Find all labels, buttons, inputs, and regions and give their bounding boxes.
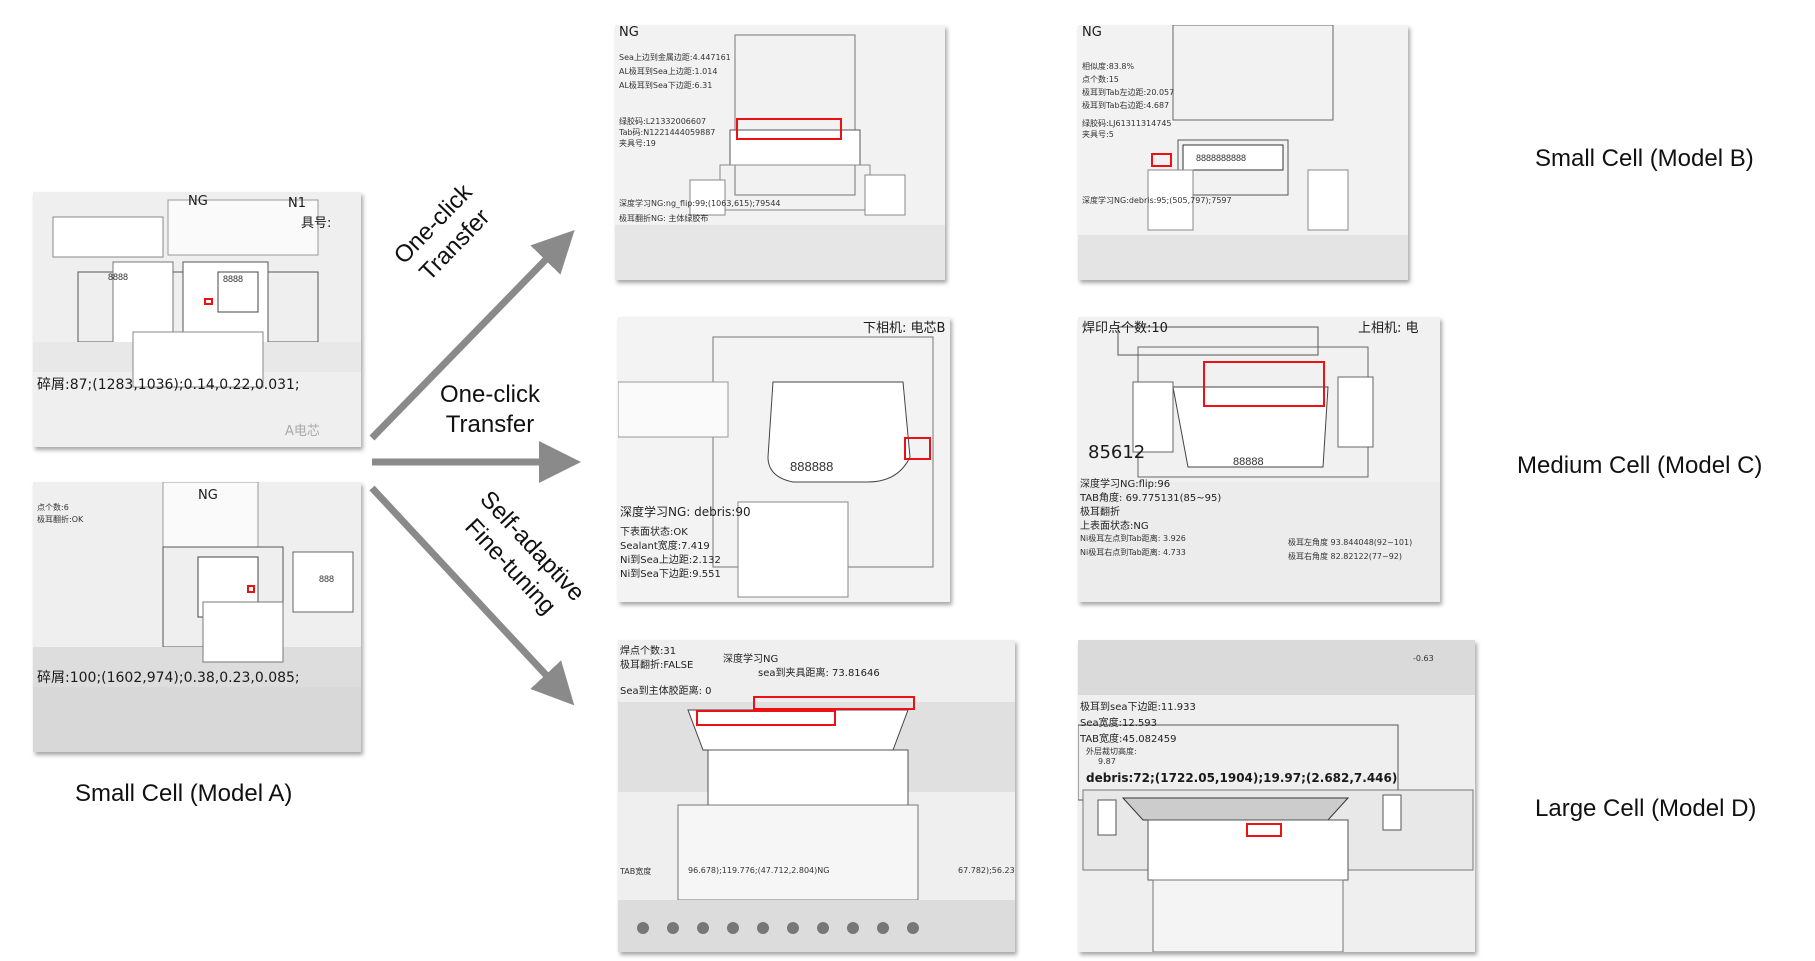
outer-cut-height: 9.87	[1098, 757, 1116, 766]
lower-surface-state: 下表面状态:OK	[620, 527, 688, 538]
deep-learning-ng: 深度学习NG:flip:96	[1080, 479, 1171, 490]
tab-left-distance: 极耳到Tab左边距:20.057	[1082, 88, 1175, 97]
panel-model-c-right: 88888 焊印点个数:10 上相机: 电 85612 深度学习NG:flip:…	[1078, 317, 1440, 602]
ni-sea-top-distance: Ni到Sea上边距:2.132	[620, 555, 721, 566]
panel-d2-drawing	[1078, 640, 1475, 952]
green-tape-code: 绿胶码:L21332006607	[619, 117, 707, 126]
label-model-c: Medium Cell (Model C)	[1517, 452, 1763, 479]
panel-model-b-left: NG Sea上边到金属边距:4.447161 AL极耳到Sea上边距:1.014…	[615, 25, 945, 280]
tab-code: Tab码:N1221444059887	[619, 128, 716, 137]
tab-fold-status: 极耳翻折:OK	[37, 515, 84, 524]
similarity: 相似度:83.8%	[1082, 62, 1135, 71]
camera-label: 下相机: 电芯B	[863, 321, 946, 336]
cell-number: 85612	[1088, 442, 1146, 463]
detection-box	[736, 118, 842, 140]
tab-width: TAB宽度:45.082459	[1080, 734, 1177, 745]
deep-learning-ng: 深度学习NG	[723, 654, 779, 665]
ng-label: NG	[619, 25, 639, 40]
panel-b1-drawing	[615, 25, 945, 280]
panel-c1-drawing: 888888	[618, 317, 950, 602]
arrow-middle-label-line2: Transfer	[445, 411, 535, 438]
ni-left-distance: Ni极耳左点到Tab距离: 3.926	[1080, 534, 1186, 543]
arrow-top	[369, 229, 575, 441]
panel-a1-drawing: 8888 8888	[33, 192, 361, 447]
panel-d1-drawing	[618, 640, 1015, 952]
weld-point-count: 焊点个数:31	[620, 646, 677, 657]
right-readout: 67.782);56.23	[958, 866, 1015, 875]
point-count: 点个数:15	[1082, 75, 1119, 84]
debris-readout: 碎屑:100;(1602,974);0.38,0.23,0.085;	[37, 670, 300, 686]
tab-fold-ng: 极耳翻折NG: 主体绿胶布	[619, 214, 709, 223]
point-count: 点个数:6	[37, 503, 69, 512]
debris-readout: debris:72;(1722.05,1904);19.97;(2.682,7.…	[1086, 771, 1398, 785]
sea-body-distance: Sea到主体胶距离: 0	[620, 686, 712, 697]
tr-readout: -0.63	[1413, 654, 1434, 663]
panel-model-d-left: 焊点个数:31 极耳翻折:FALSE 深度学习NG sea到夹具距离: 73.8…	[618, 640, 1015, 952]
outer-cut-height-label: 外层裁切高度:	[1086, 747, 1137, 756]
detection-box	[1151, 153, 1172, 167]
weld-point-count: 焊印点个数:10	[1082, 321, 1168, 336]
panel-model-a-bottom: 888 NG 点个数:6 极耳翻折:OK 碎屑:100;(1602,974);0…	[33, 482, 361, 752]
detection-box	[696, 710, 836, 726]
deep-learning-ng: 深度学习NG:ng_flip:99;(1063,615);79544	[619, 199, 781, 208]
svg-text:888: 888	[319, 574, 334, 584]
cell-mark: A电芯	[285, 424, 320, 439]
panel-model-d-right: -0.63 极耳到sea下边距:11.933 Sea宽度:12.593 TAB宽…	[1078, 640, 1475, 952]
ng-label: NG	[188, 194, 208, 209]
ni-right-distance: Ni极耳右点到Tab距离: 4.733	[1080, 548, 1186, 557]
sea-fixture-distance: sea到夹具距离: 73.81646	[758, 668, 880, 679]
svg-text:8888: 8888	[108, 272, 128, 282]
tab-fold-status: 极耳翻折:FALSE	[620, 660, 694, 671]
panel-c2-drawing: 88888	[1078, 317, 1440, 602]
detection-box	[1203, 361, 1325, 407]
arrow-middle-label: One-click Transfer	[420, 380, 560, 440]
detection-box	[1246, 823, 1282, 837]
tab-angle: TAB角度: 69.775131(85~95)	[1080, 493, 1222, 504]
svg-text:8888: 8888	[223, 274, 243, 284]
tab-right-distance: 极耳到Tab右边距:4.687	[1082, 101, 1170, 110]
sea-width: Sea宽度:12.593	[1080, 718, 1157, 729]
panel-a2-drawing: 888	[33, 482, 361, 752]
tab-left-angle: 极耳左角度 93.844048(92~101)	[1288, 538, 1413, 547]
svg-text:88888: 88888	[1233, 456, 1264, 468]
fixture-number: 夹具号:5	[1082, 130, 1114, 139]
detection-box	[247, 585, 255, 593]
sealant-width: Sealant宽度:7.419	[620, 541, 710, 552]
panel-b2-drawing: 8888888888	[1078, 25, 1408, 280]
deep-learning-ng: 深度学习NG:debris:95;(505,797);7597	[1082, 196, 1232, 205]
measure-line-3: AL极耳到Sea下边距:6.31	[619, 81, 713, 90]
detection-box	[204, 298, 213, 305]
tab-right-angle: 极耳右角度 82.82122(77~92)	[1288, 552, 1403, 561]
ng-label: NG	[198, 488, 218, 503]
panel-model-a-top: 8888 8888 NG N1 具号: 碎屑:87;(1283,1036);0.…	[33, 192, 361, 447]
tab-fold: 极耳翻折	[1080, 507, 1120, 518]
svg-text:8888888888: 8888888888	[1196, 153, 1246, 163]
ni-sea-bottom-distance: Ni到Sea下边距:9.551	[620, 569, 721, 580]
detection-box	[753, 696, 915, 710]
n1-label: N1	[288, 196, 306, 211]
label-model-b: Small Cell (Model B)	[1535, 145, 1754, 172]
measure-line-1: Sea上边到金属边距:4.447161	[619, 53, 731, 62]
measure-line-2: AL极耳到Sea上边距:1.014	[619, 67, 718, 76]
camera-label: 上相机: 电	[1358, 321, 1419, 336]
label-model-a: Small Cell (Model A)	[75, 780, 293, 807]
arrow-middle-label-line1: One-click	[439, 381, 541, 408]
tab-width-label: TAB宽度	[620, 867, 652, 876]
bottom-readout: 96.678);119.776;(47.712,2.804)NG	[688, 866, 830, 875]
green-tape-code: 绿胶码:LJ61311314745	[1082, 119, 1172, 128]
debris-readout: 碎屑:87;(1283,1036);0.14,0.22,0.031;	[37, 377, 300, 393]
svg-text:888888: 888888	[790, 459, 833, 474]
detection-box	[904, 437, 931, 460]
upper-surface-state: 上表面状态:NG	[1080, 521, 1149, 532]
fixture-number: 夹具号:19	[619, 139, 656, 148]
ng-label: NG	[1082, 25, 1102, 40]
tab-sea-bottom-distance: 极耳到sea下边距:11.933	[1080, 702, 1196, 713]
panel-model-b-right: 8888888888 NG 相似度:83.8% 点个数:15 极耳到Tab左边距…	[1078, 25, 1408, 280]
deep-learning-ng: 深度学习NG: debris:90	[620, 505, 751, 519]
label-model-d: Large Cell (Model D)	[1535, 795, 1757, 822]
arrow-bottom	[369, 485, 575, 706]
fixture-label: 具号:	[301, 216, 332, 231]
panel-model-c-left: 888888 下相机: 电芯B 深度学习NG: debris:90 下表面状态:…	[618, 317, 950, 602]
